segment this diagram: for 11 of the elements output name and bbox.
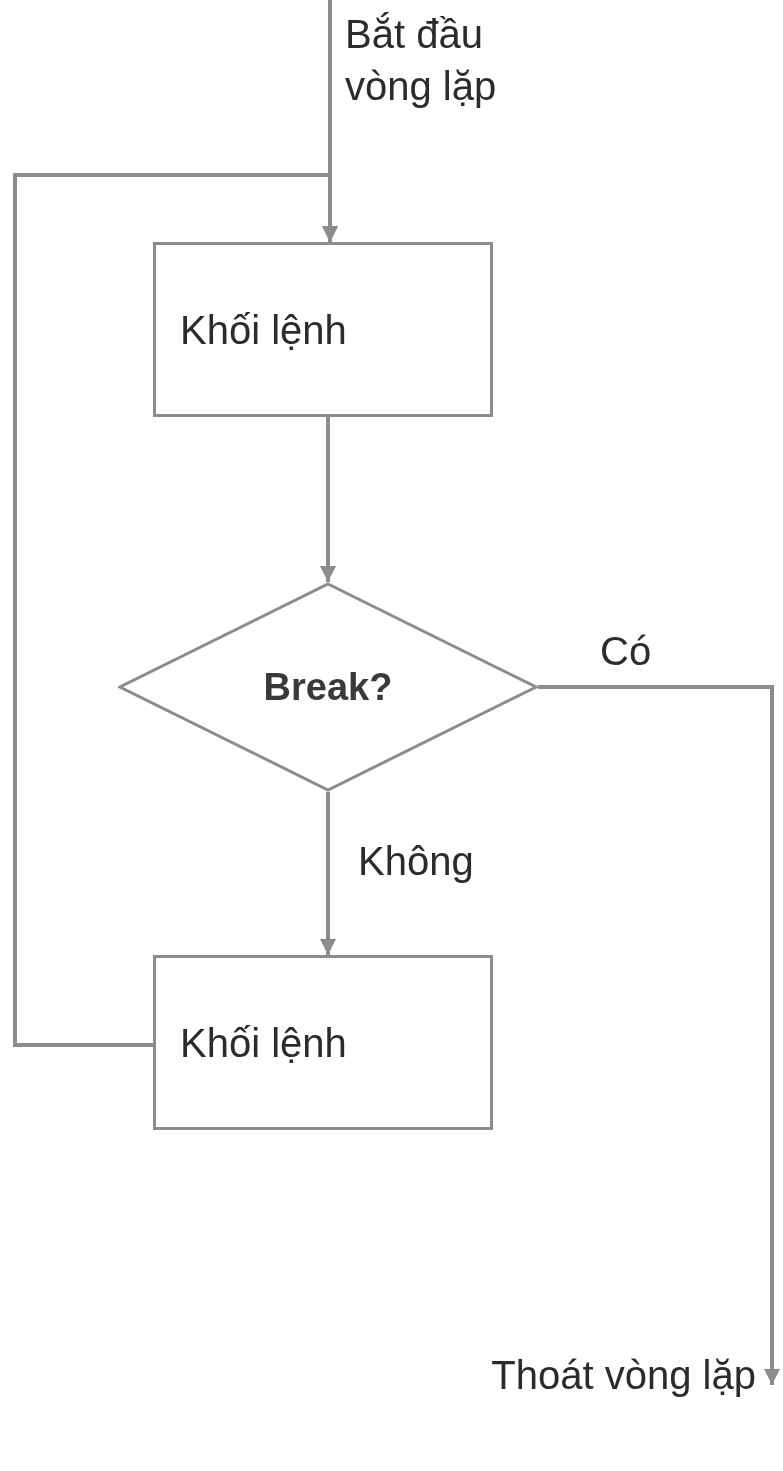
exit-label: Thoát vòng lặp [491,1352,756,1399]
arrow [13,173,338,1047]
box-label: Khối lệnh [180,306,348,354]
decision-diamond [118,582,538,792]
process-box [153,242,493,417]
box-label: Khối lệnh [180,1019,348,1067]
arrow [538,685,780,1385]
process-box [153,955,493,1130]
decision-label: Break? [263,664,393,710]
arrow [320,417,336,582]
arrow [320,792,336,955]
